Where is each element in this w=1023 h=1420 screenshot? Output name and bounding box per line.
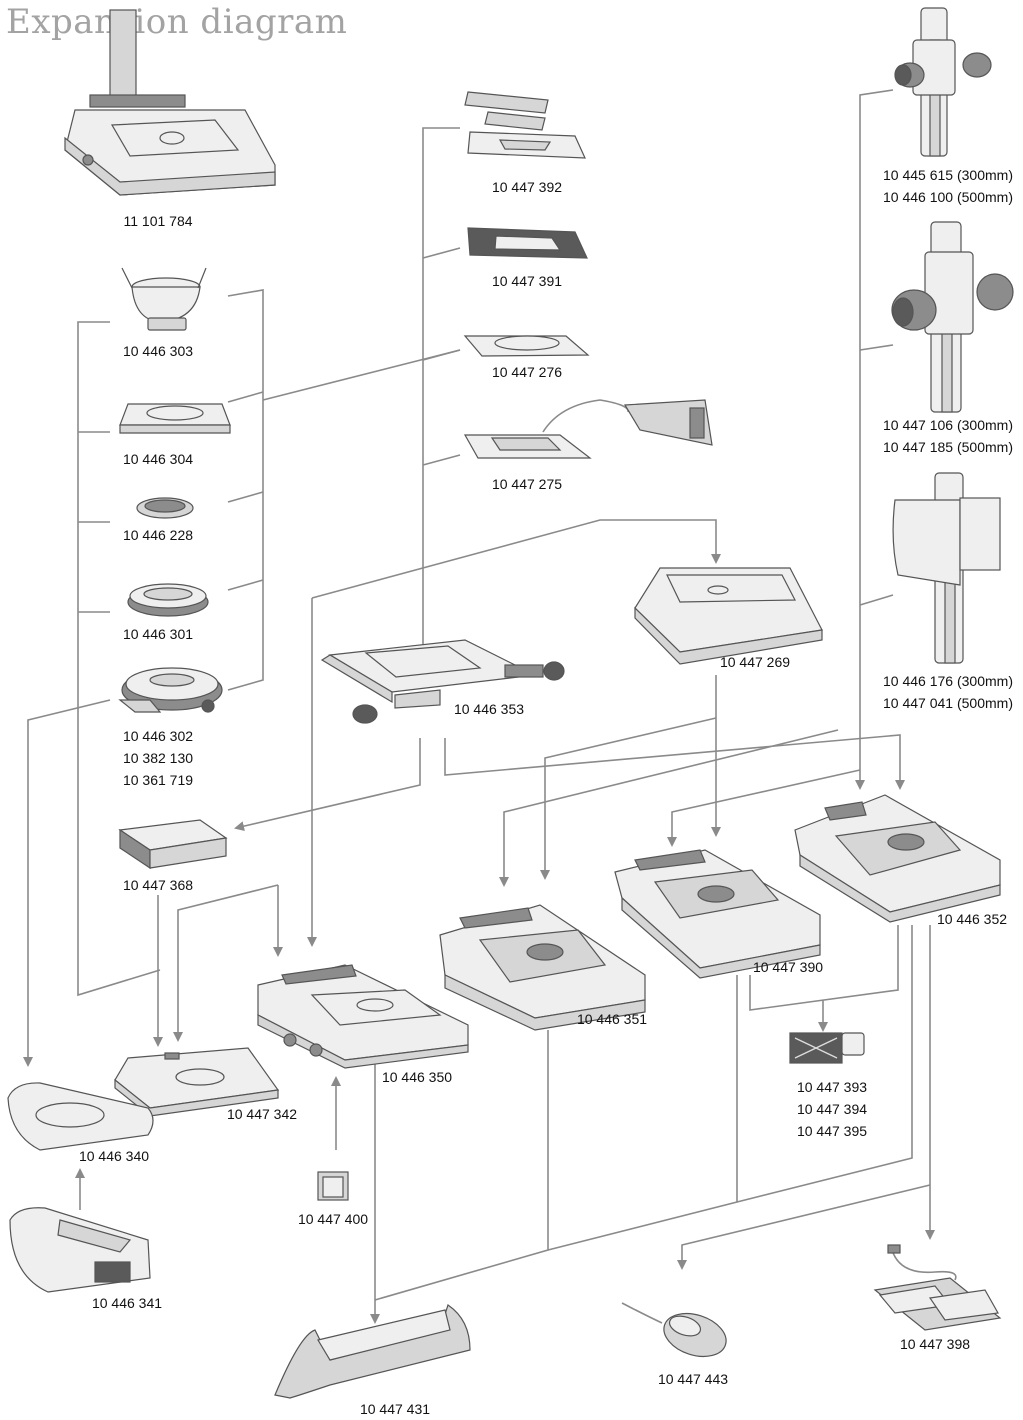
label-10446340: 10 446 340	[78, 1148, 150, 1164]
label-10447269: 10 447 269	[719, 654, 791, 670]
base-stand-illustration	[64, 9, 276, 196]
label-10446302: 10 446 302 10 382 130 10 361 719	[122, 728, 194, 788]
label-10447106: 10 447 106 (300mm) 10 447 185 (500mm)	[883, 417, 1013, 455]
column-arm-illustration	[892, 472, 1001, 664]
rotating-stage-illustration	[118, 667, 223, 713]
label-10447431: 10 447 431	[359, 1401, 431, 1417]
stage-base-352-illustration	[794, 794, 1001, 923]
base-341-illustration	[9, 1207, 151, 1293]
label-10446352: 10 446 352	[936, 911, 1008, 927]
stage-base-390-illustration	[614, 849, 821, 979]
label-10446341: 10 446 341	[91, 1295, 163, 1311]
ring-plate-illustration	[119, 403, 231, 434]
label-10447391: 10 447 391	[491, 273, 563, 289]
base-350-illustration	[257, 964, 469, 1069]
label-10447398: 10 447 398	[899, 1336, 971, 1352]
label-10446176: 10 446 176 (300mm) 10 447 041 (500mm)	[883, 673, 1013, 711]
base-340-illustration	[7, 1082, 154, 1151]
connector-lines	[23, 89, 935, 1324]
label-10447390: 10 447 390	[752, 959, 824, 975]
circle-plate-illustration	[463, 335, 590, 357]
label-11101784: 11 101 784	[123, 213, 193, 229]
label-10447393: 10 447 393 10 447 394 10 447 395	[796, 1079, 868, 1139]
label-10447443: 10 447 443	[657, 1371, 729, 1387]
base-plate-illustration	[634, 567, 823, 665]
label-10446350: 10 446 350	[381, 1069, 453, 1085]
insert-disc-illustration	[136, 497, 194, 519]
label-10446304: 10 446 304	[122, 451, 194, 467]
label-10446351: 10 446 351	[576, 1011, 648, 1027]
slotted-plates-illustration	[464, 91, 586, 159]
label-10445615: 10 445 615 (300mm) 10 446 100 (500mm)	[883, 167, 1013, 205]
label-10447368: 10 447 368	[122, 877, 194, 893]
label-10447392: 10 447 392	[491, 179, 563, 195]
diagram-title: Expansion diagram	[6, 2, 348, 42]
footswitch-illustration	[873, 1244, 1002, 1331]
plate-342-illustration	[114, 1047, 280, 1117]
frame-plate-illustration	[467, 227, 588, 259]
tilting-base-illustration	[118, 819, 228, 870]
filter-slider-illustration	[789, 1032, 865, 1064]
mouse-illustration	[621, 1302, 727, 1358]
label-10447400: 10 447 400	[297, 1211, 369, 1227]
label-10447275: 10 447 275	[491, 476, 563, 492]
label-10446353: 10 446 353	[453, 701, 525, 717]
mechanical-stage-illustration	[320, 639, 565, 724]
column-large-illustration	[891, 221, 1014, 413]
stage-base-351-illustration	[439, 904, 646, 1031]
column-300-illustration	[894, 7, 992, 157]
rotating-ring-illustration	[127, 583, 209, 617]
label-10446303: 10 446 303	[122, 343, 194, 359]
bracket-illustration	[274, 1304, 471, 1399]
label-10446301: 10 446 301	[122, 626, 194, 642]
label-10447342: 10 447 342	[226, 1106, 298, 1122]
holder-400-illustration	[317, 1171, 349, 1201]
label-10447276: 10 447 276	[491, 364, 563, 380]
label-10446228: 10 446 228	[122, 527, 194, 543]
bowl-adapter-illustration	[121, 267, 207, 331]
heating-plate-illustration	[463, 399, 713, 459]
